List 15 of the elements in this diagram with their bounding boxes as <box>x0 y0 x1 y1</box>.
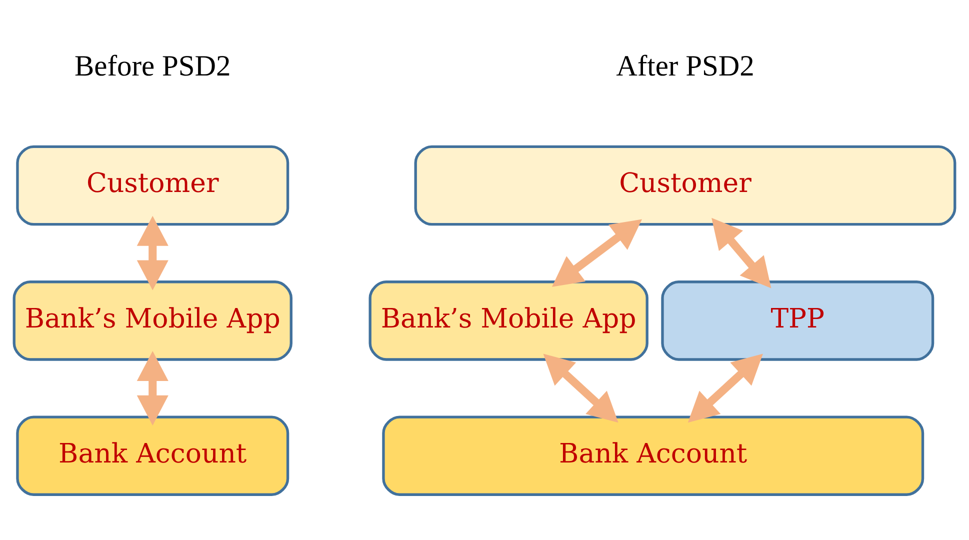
node-box: Customer <box>16 144 290 226</box>
arrow <box>136 350 168 425</box>
arrow <box>688 353 763 422</box>
node-box: Customer <box>414 144 956 226</box>
node-box: Bank Account <box>382 415 924 496</box>
node-box: Bank’s Mobile App <box>368 280 648 360</box>
node-box: Bank Account <box>16 415 290 496</box>
arrow <box>552 218 642 286</box>
arrow <box>712 217 772 288</box>
arrow <box>543 353 618 422</box>
label: After PSD2 <box>616 50 754 82</box>
node-box: Bank’s Mobile App <box>12 280 292 360</box>
label: Before PSD2 <box>74 50 231 82</box>
arrow <box>136 215 168 290</box>
node-box: TPP <box>661 280 934 360</box>
